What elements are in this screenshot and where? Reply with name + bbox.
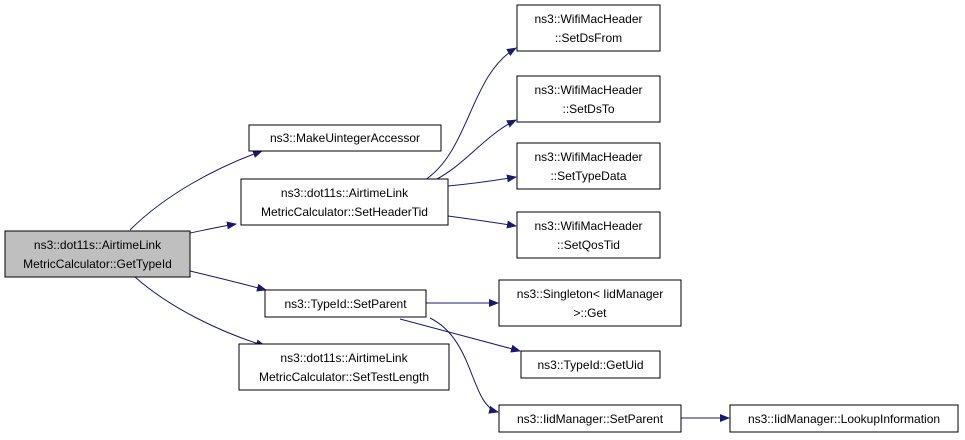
node-settestlength-line-2: MetricCalculator::SetTestLength bbox=[259, 370, 429, 384]
node-lookupinfo-line-1: ns3::IidManager::LookupInformation bbox=[748, 412, 940, 426]
node-getuid-line-1: ns3::TypeId::GetUid bbox=[537, 358, 643, 372]
edge-gettypeid-typeid-setparent bbox=[189, 270, 267, 292]
node-makeuinteger-line-1: ns3::MakeUintegerAccessor bbox=[270, 131, 420, 145]
edge-gettypeid-makeuinteger bbox=[129, 150, 263, 231]
node-gettypeid-line-1: ns3::dot11s::AirtimeLink bbox=[34, 238, 162, 252]
node-singleton-get-line-2: >::Get bbox=[573, 306, 607, 320]
node-setheadertid[interactable]: ns3::dot11s::AirtimeLink MetricCalculato… bbox=[240, 178, 449, 226]
node-setqostid-line-1: ns3::WifiMacHeader bbox=[534, 219, 642, 233]
edge-setheadertid-setqostid bbox=[447, 215, 517, 229]
node-setheadertid-line-1: ns3::dot11s::AirtimeLink bbox=[281, 186, 409, 200]
node-settestlength[interactable]: ns3::dot11s::AirtimeLink MetricCalculato… bbox=[238, 343, 450, 391]
node-setqostid-line-2: ::SetQosTid bbox=[557, 238, 620, 252]
node-setdsfrom-line-2: ::SetDsFrom bbox=[555, 31, 622, 45]
node-settypedata-line-2: ::SetTypeData bbox=[550, 169, 626, 183]
node-gettypeid-line-2: MetricCalculator::GetTypeId bbox=[23, 257, 172, 271]
node-setdsfrom-line-1: ns3::WifiMacHeader bbox=[534, 12, 642, 26]
node-gettypeid[interactable]: ns3::dot11s::AirtimeLink MetricCalculato… bbox=[4, 230, 191, 278]
edge-typeid-setparent-getuid bbox=[399, 318, 521, 353]
node-iid-setparent-line-1: ns3::IidManager::SetParent bbox=[517, 412, 664, 426]
node-singleton-get-line-1: ns3::Singleton< IidManager bbox=[517, 287, 663, 301]
edge-gettypeid-settestlength bbox=[134, 276, 266, 348]
node-getuid[interactable]: ns3::TypeId::GetUid bbox=[520, 350, 661, 379]
node-settypedata[interactable]: ns3::WifiMacHeader ::SetTypeData bbox=[516, 142, 661, 190]
edges bbox=[129, 47, 730, 422]
edge-setheadertid-setdsfrom bbox=[424, 47, 517, 181]
edge-setheadertid-setdsto bbox=[434, 119, 517, 181]
node-typeid-setparent-line-1: ns3::TypeId::SetParent bbox=[284, 297, 407, 311]
node-setdsto[interactable]: ns3::WifiMacHeader ::SetDsTo bbox=[516, 75, 661, 123]
node-settestlength-line-1: ns3::dot11s::AirtimeLink bbox=[280, 351, 408, 365]
edge-typeid-setparent-iid-setparent bbox=[429, 317, 499, 414]
node-iid-setparent[interactable]: ns3::IidManager::SetParent bbox=[498, 404, 682, 433]
node-setheadertid-line-2: MetricCalculator::SetHeaderTid bbox=[261, 205, 428, 219]
node-setdsto-line-1: ns3::WifiMacHeader bbox=[534, 83, 642, 97]
node-setdsto-line-2: ::SetDsTo bbox=[562, 102, 614, 116]
edge-setheadertid-settypedata bbox=[447, 174, 517, 187]
node-singleton-get[interactable]: ns3::Singleton< IidManager >::Get bbox=[498, 279, 682, 327]
node-typeid-setparent[interactable]: ns3::TypeId::SetParent bbox=[264, 289, 427, 318]
node-makeuinteger[interactable]: ns3::MakeUintegerAccessor bbox=[248, 124, 442, 152]
node-setdsfrom[interactable]: ns3::WifiMacHeader ::SetDsFrom bbox=[516, 4, 661, 52]
edge-gettypeid-setheadertid bbox=[189, 221, 237, 234]
node-lookupinfo[interactable]: ns3::IidManager::LookupInformation bbox=[729, 404, 959, 433]
node-settypedata-line-1: ns3::WifiMacHeader bbox=[534, 150, 642, 164]
node-setqostid[interactable]: ns3::WifiMacHeader ::SetQosTid bbox=[516, 211, 661, 259]
